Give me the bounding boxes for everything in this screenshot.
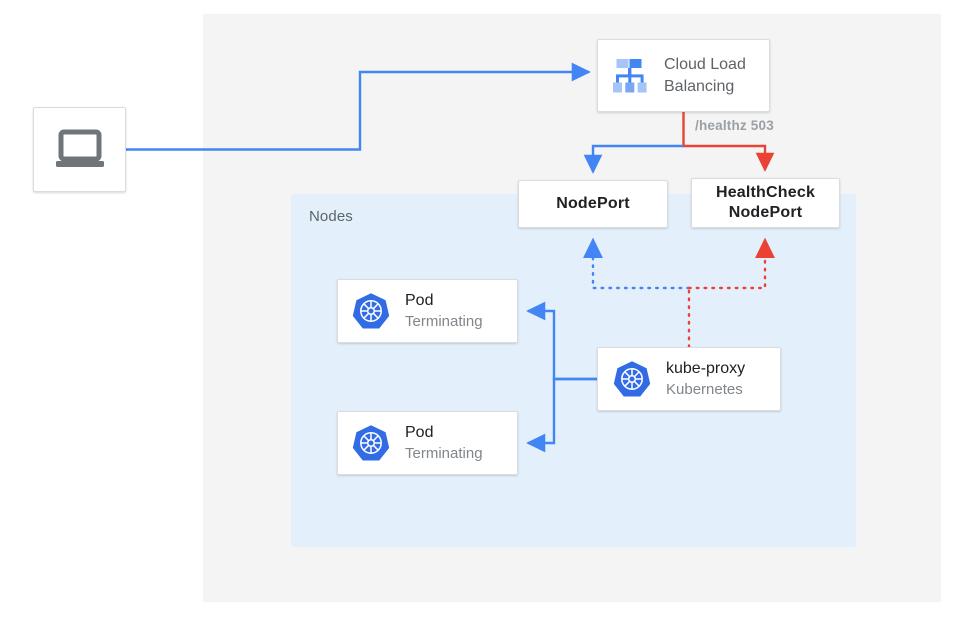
- kubernetes-icon: [613, 361, 651, 397]
- kube-proxy-node[interactable]: kube-proxy Kubernetes: [597, 347, 781, 411]
- healthcheck-nodeport-line-2: NodePort: [728, 204, 803, 221]
- cloud-load-balancing-line-2: Balancing: [664, 77, 735, 95]
- cloud-load-balancing-line-1: Cloud Load: [664, 55, 746, 73]
- pod-2-text: Pod Terminating: [405, 422, 483, 464]
- healthcheck-nodeport-label: HealthCheck NodePort: [716, 183, 815, 223]
- pod-node-1[interactable]: Pod Terminating: [337, 279, 518, 343]
- kube-proxy-text: kube-proxy Kubernetes: [666, 358, 745, 400]
- kube-proxy-subtitle: Kubernetes: [666, 381, 743, 398]
- healthcheck-nodeport-line-1: HealthCheck: [715, 184, 816, 201]
- cloud-load-balancing-node[interactable]: Cloud Load Balancing: [597, 39, 770, 112]
- cloud-load-balancing-label: Cloud Load Balancing: [664, 54, 746, 98]
- healthcheck-nodeport-node[interactable]: HealthCheck NodePort: [691, 178, 840, 228]
- pod-1-status: Terminating: [405, 313, 483, 330]
- pod-1-text: Pod Terminating: [405, 290, 483, 332]
- client-node[interactable]: [33, 107, 126, 192]
- nodeport-label: NodePort: [556, 195, 630, 212]
- pod-2-title: Pod: [405, 424, 434, 441]
- kubernetes-icon: [352, 293, 390, 329]
- kubernetes-icon: [352, 425, 390, 461]
- pod-2-status: Terminating: [405, 445, 483, 462]
- laptop-icon: [55, 129, 104, 167]
- pod-node-2[interactable]: Pod Terminating: [337, 411, 518, 475]
- cloud-load-balancing-icon: [613, 58, 647, 92]
- nodes-panel-label: Nodes: [309, 208, 353, 225]
- kube-proxy-title: kube-proxy: [666, 360, 746, 377]
- pod-1-title: Pod: [405, 292, 434, 309]
- nodeport-node[interactable]: NodePort: [518, 180, 668, 228]
- healthz-edge-label: /healthz 503: [695, 118, 774, 133]
